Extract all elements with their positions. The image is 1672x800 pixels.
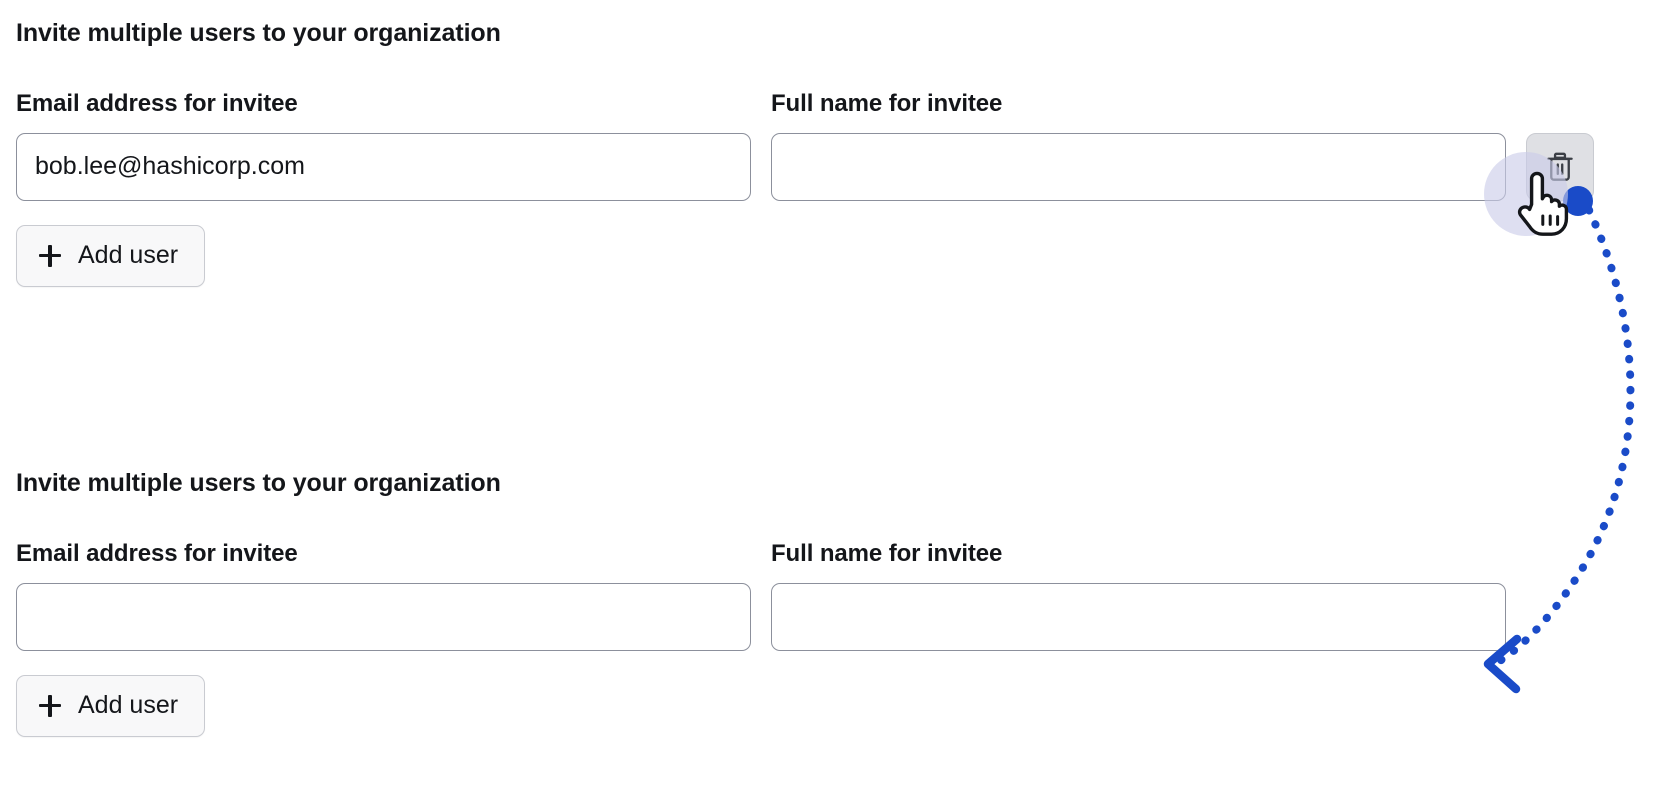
email-field-group: Email address for invitee — [16, 540, 751, 651]
plus-icon — [39, 694, 61, 717]
invite-section-after: Invite multiple users to your organizati… — [16, 468, 1656, 737]
full-name-field-label: Full name for invitee — [771, 540, 1003, 567]
full-name-field-group: Full name for invitee — [771, 540, 1506, 651]
add-user-button-label: Add user — [78, 691, 179, 720]
plus-icon — [39, 244, 61, 267]
full-name-field-label: Full name for invitee — [771, 90, 1003, 117]
add-user-button[interactable]: Add user — [16, 224, 206, 287]
delete-invitee-button[interactable] — [1526, 132, 1594, 201]
email-field-label: Email address for invitee — [16, 540, 298, 567]
add-user-button[interactable]: Add user — [16, 674, 206, 737]
email-field-group: Email address for invitee — [16, 90, 751, 201]
email-input[interactable] — [16, 582, 751, 651]
full-name-input[interactable] — [771, 582, 1506, 651]
section-title: Invite multiple users to your organizati… — [16, 469, 501, 497]
trash-icon — [1545, 151, 1575, 183]
add-user-button-label: Add user — [78, 241, 179, 270]
section-title: Invite multiple users to your organizati… — [16, 19, 501, 47]
invitee-field-row: Email address for invitee Full name for … — [16, 90, 1656, 201]
email-field-label: Email address for invitee — [16, 90, 298, 117]
full-name-field-group: Full name for invitee — [771, 90, 1506, 201]
invite-section-before: Invite multiple users to your organizati… — [16, 18, 1656, 287]
full-name-input[interactable] — [771, 132, 1506, 201]
invitee-field-row: Email address for invitee Full name for … — [16, 540, 1656, 651]
email-input[interactable] — [16, 132, 751, 201]
